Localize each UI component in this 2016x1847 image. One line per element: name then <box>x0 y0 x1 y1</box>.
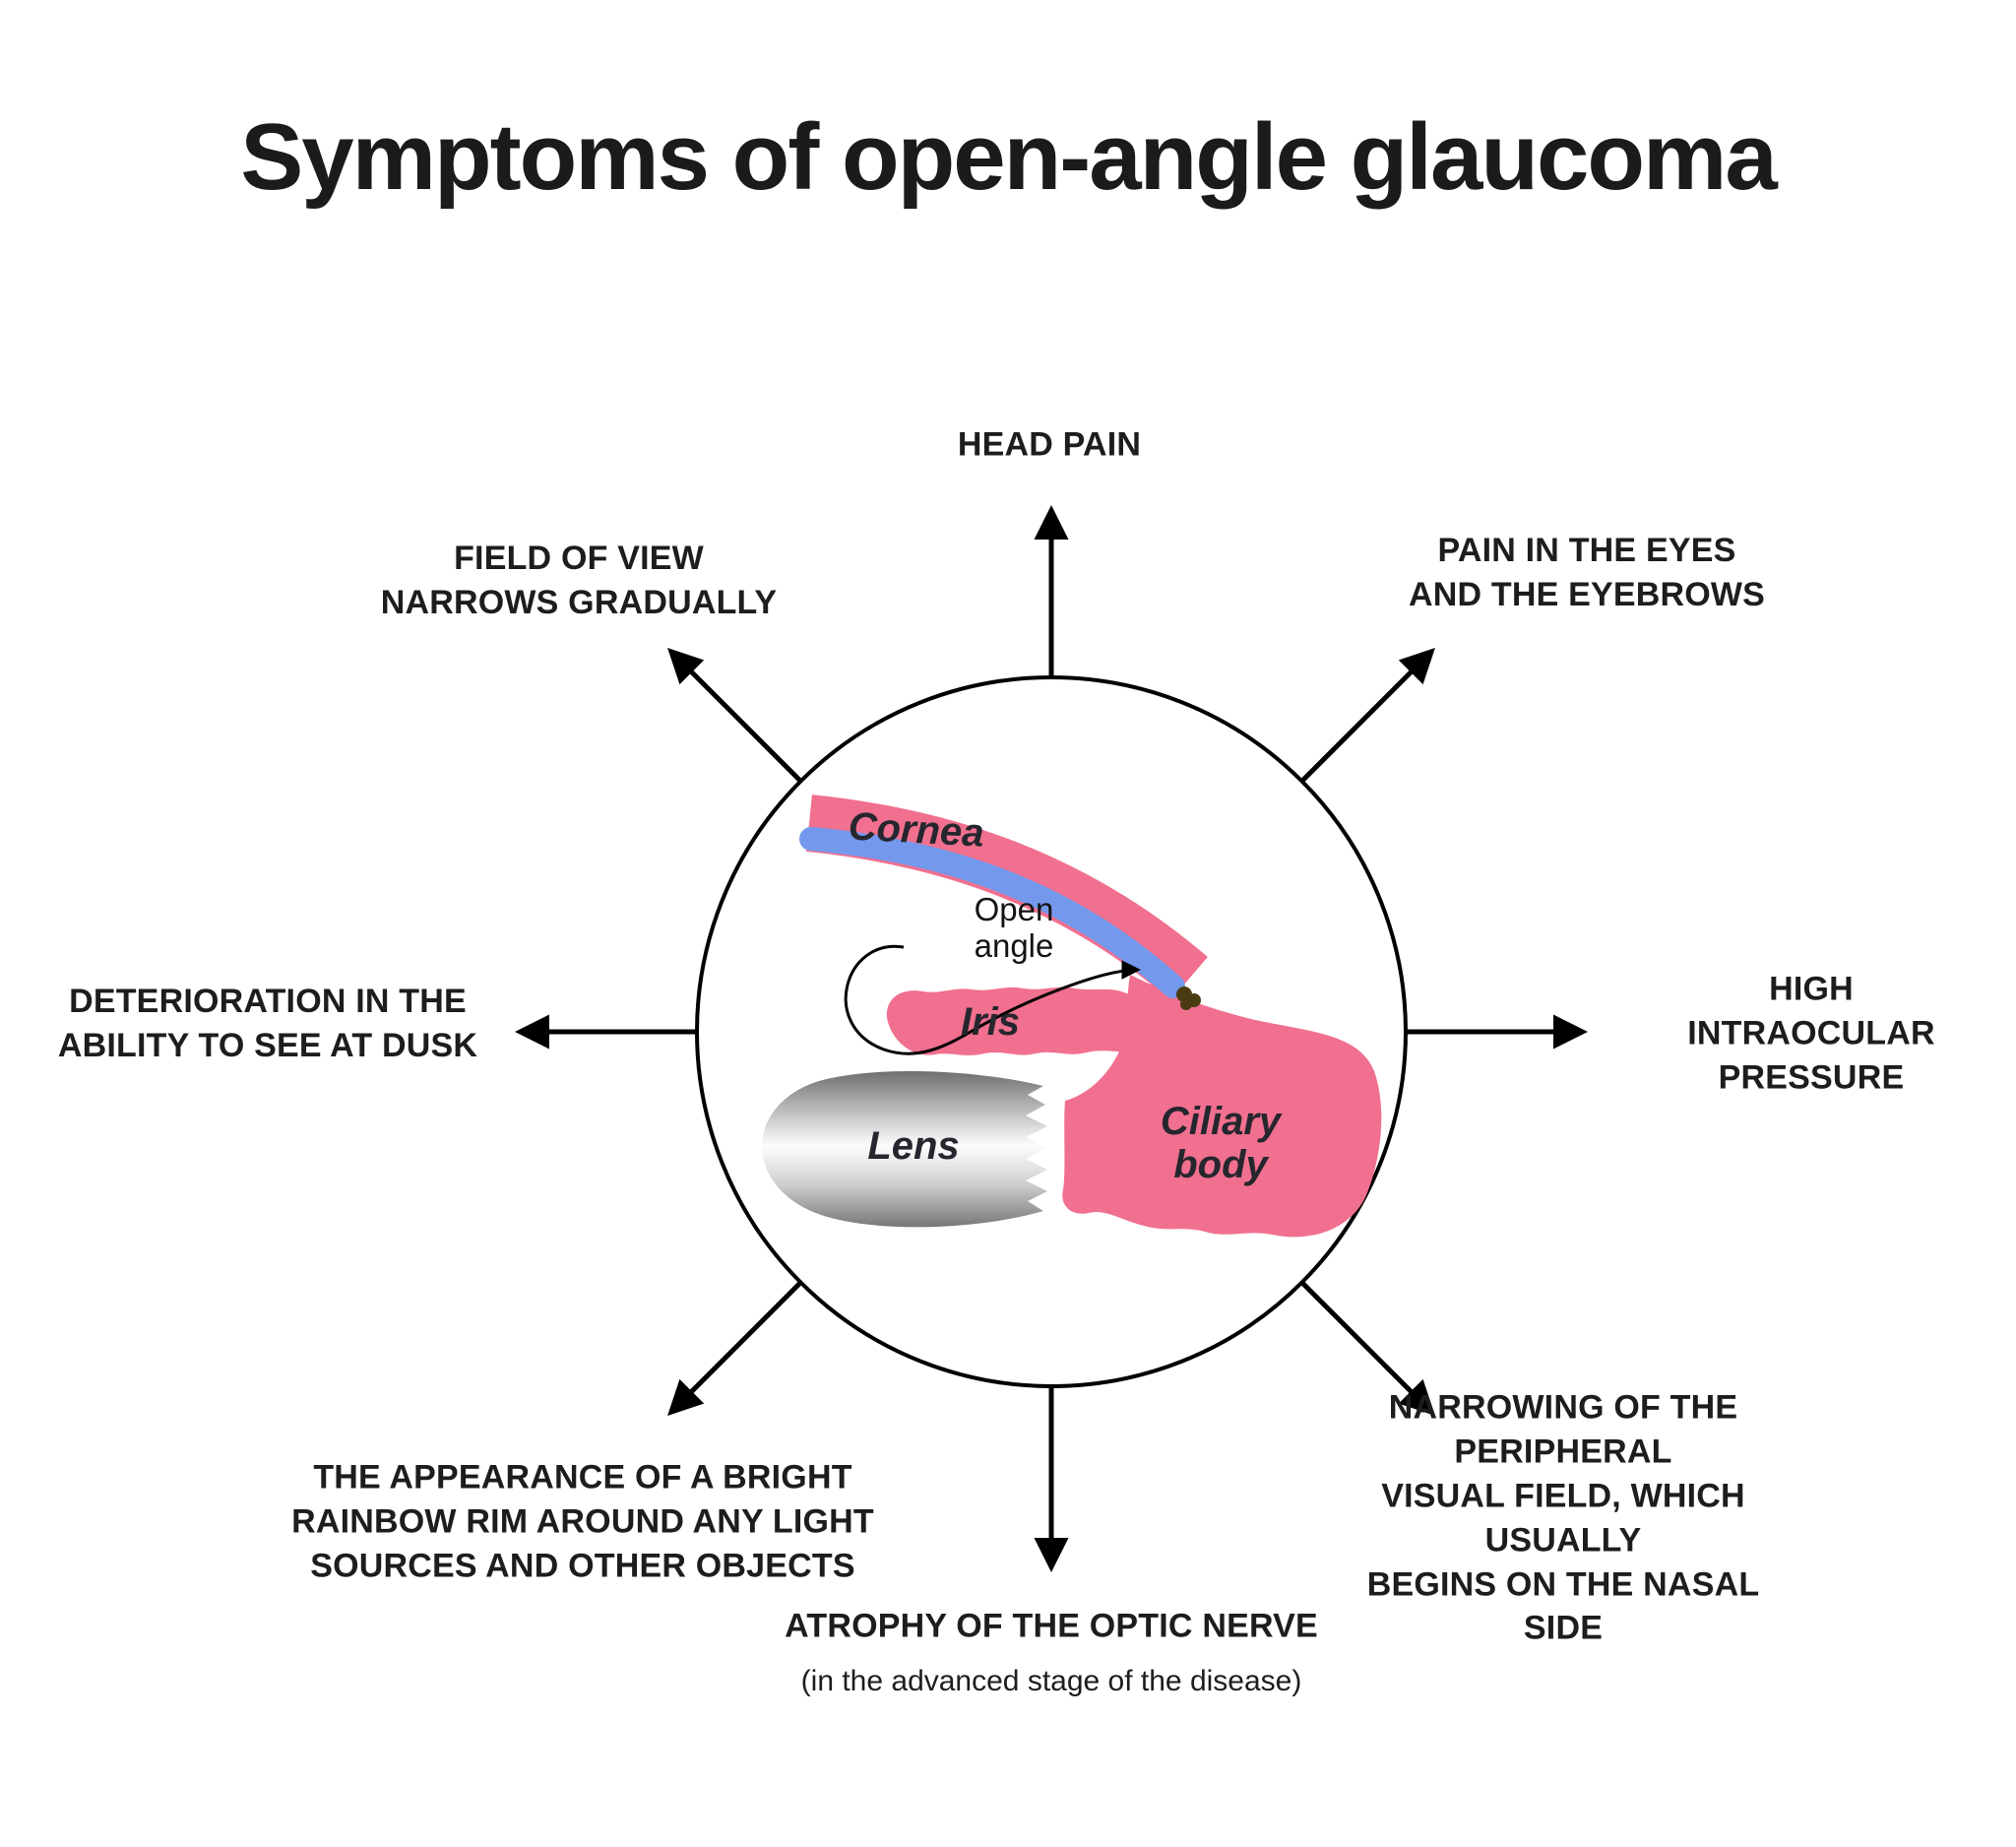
symptom-label-optic-nerve-atrophy-note: (in the advanced stage of the disease) <box>800 1665 1302 1697</box>
lens-shape <box>762 1070 1047 1228</box>
ciliary-body-label-line1: Ciliary <box>1161 1100 1283 1143</box>
open-angle-label-line2: angle <box>975 927 1054 964</box>
angle-dark-spot <box>1176 987 1201 1010</box>
ciliary-body-shape <box>1062 975 1382 1238</box>
page-title: Symptoms of open-angle glaucoma <box>240 104 1778 210</box>
symptom-label-field-of-view: FIELD OF VIEW NARROWS GRADUALLY <box>380 540 778 621</box>
arrow-bottom-right <box>1300 1281 1435 1416</box>
symptom-label-peripheral-field: NARROWING OF THE PERIPHERAL VISUAL FIELD… <box>1366 1388 1760 1647</box>
symptom-label-rainbow-rim: THE APPEARANCE OF A BRIGHT RAINBOW RIM A… <box>291 1458 874 1585</box>
iris-shape <box>886 987 1150 1055</box>
iris-label: Iris <box>961 1000 1020 1044</box>
arrow-bottom-left <box>667 1281 802 1416</box>
symptom-label-optic-nerve-atrophy: ATROPHY OF THE OPTIC NERVE <box>785 1607 1318 1645</box>
symptom-label-eye-pain: PAIN IN THE EYES AND THE EYEBROWS <box>1408 532 1766 613</box>
symptom-label-head-pain: HEAD PAIN <box>957 425 1142 464</box>
open-angle-label-line1: Open <box>975 891 1054 927</box>
arrow-top-right <box>1300 648 1435 783</box>
cornea-shape <box>806 795 1208 1001</box>
cornea-label: Cornea <box>848 804 985 855</box>
symptom-label-intraocular-pressure: HIGH INTRAOCULAR PRESSURE <box>1687 970 1935 1097</box>
lens-label: Lens <box>867 1124 959 1168</box>
cornea-blue-stripe <box>799 827 1185 998</box>
symptom-label-dusk-vision: DETERIORATION IN THE ABILITY TO SEE AT D… <box>57 983 478 1064</box>
arrow-top-left <box>667 648 802 783</box>
open-angle-arrow <box>844 944 1141 1055</box>
ciliary-body-label-line2: body <box>1173 1143 1269 1186</box>
